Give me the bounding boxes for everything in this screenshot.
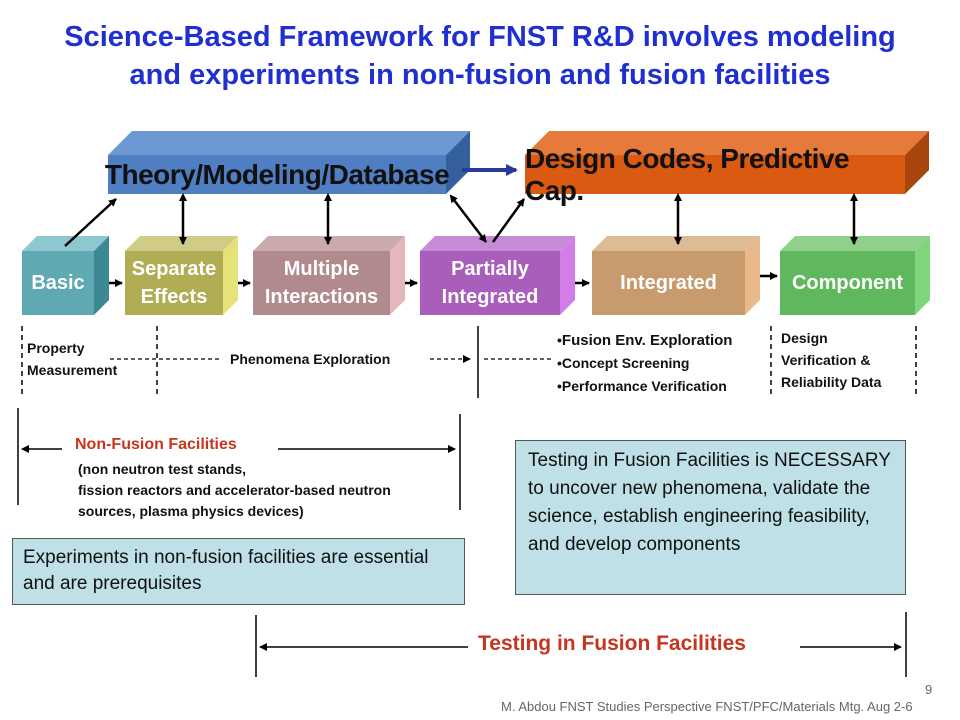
property-line-1: Property (27, 340, 85, 356)
multiple-interactions-label: Multiple Interactions (253, 251, 390, 315)
fusion-testing-label: Testing in Fusion Facilities (478, 632, 746, 655)
fusion-range (255, 612, 907, 677)
title-line-1: Science-Based Framework for FNST R&D inv… (64, 21, 896, 53)
fusion-bullets: •Fusion Env. Exploration •Concept Screen… (557, 329, 732, 398)
multiple-interactions-box (253, 236, 405, 315)
title-line-2: and experiments in non-fusion and fusion… (129, 59, 831, 91)
separate-effects-label: Separate Effects (125, 251, 223, 315)
component-box (780, 236, 930, 315)
non-fusion-details: (non neutron test stands, fission reacto… (78, 459, 391, 522)
theory-box (108, 131, 470, 194)
non-fusion-range (17, 408, 461, 510)
theory-box-label: Theory/Modeling/Database (104, 158, 450, 190)
design-box-label: Design Codes, Predictive Cap. (525, 142, 850, 206)
separate-text-2: Effects (140, 286, 208, 308)
non-fusion-line-1: (non neutron test stands, (78, 461, 246, 477)
partially-integrated-label: Partially Integrated (420, 251, 560, 315)
basic-label: Basic (22, 251, 94, 315)
design-line-2: Verification & (781, 352, 871, 368)
page-number: 9 (925, 682, 933, 697)
slide-title: Science-Based Framework for FNST R&D inv… (0, 18, 960, 94)
design-box (525, 131, 929, 194)
phenomena-exploration: Phenomena Exploration (230, 351, 391, 367)
design-line-3: Reliability Data (781, 374, 882, 390)
vertical-arrows (64, 193, 858, 247)
integrated-label: Integrated (592, 251, 745, 315)
non-fusion-line-2: fission reactors and accelerator-based n… (78, 482, 391, 498)
footer-credit: M. Abdou FNST Studies Perspective FNST/P… (501, 699, 913, 714)
design-line-1: Design (781, 330, 828, 346)
stage-arrows (109, 272, 778, 287)
integrated-box (592, 236, 760, 315)
bullet-performance: •Performance Verification (557, 378, 727, 394)
partial-text-1: Partially (451, 258, 529, 280)
basic-text: Basic (31, 272, 85, 294)
integrated-text: Integrated (620, 272, 717, 294)
fusion-box: Testing in Fusion Facilities is NECESSAR… (515, 440, 906, 595)
partial-text-2: Integrated (441, 286, 539, 308)
property-measurement: Property Measurement (27, 337, 117, 381)
non-fusion-heading: Non-Fusion Facilities (75, 436, 237, 453)
multiple-text-2: Interactions (264, 286, 379, 308)
design-verification: Design Verification & Reliability Data (781, 327, 881, 393)
separate-text-1: Separate (131, 258, 217, 280)
non-fusion-box: Experiments in non-fusion facilities are… (12, 538, 465, 605)
property-line-2: Measurement (27, 362, 118, 378)
basic-box (22, 236, 109, 315)
component-text: Component (791, 272, 904, 294)
non-fusion-line-3: sources, plasma physics devices) (78, 503, 304, 519)
multiple-text-1: Multiple (283, 258, 360, 280)
bullet-concept: •Concept Screening (557, 355, 690, 371)
dashed-dividers (21, 326, 917, 398)
bullet-fusion-env: •Fusion Env. Exploration (557, 332, 733, 349)
component-label: Component (780, 251, 915, 315)
